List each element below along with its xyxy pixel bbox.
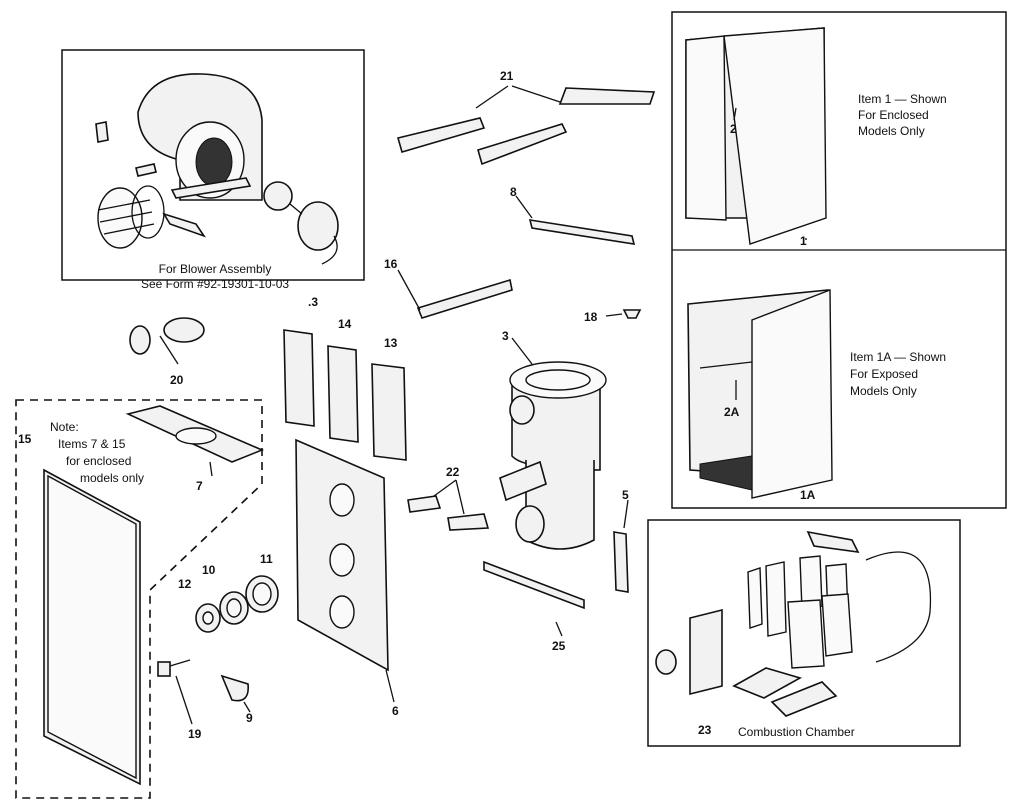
label-10: 10 <box>202 563 216 577</box>
part-21-panel-center <box>477 123 568 166</box>
dashed-note-2: Items 7 & 15 <box>58 437 126 451</box>
part-16-bracket <box>416 278 513 319</box>
part-19-bolt <box>157 659 193 725</box>
blower-clip <box>95 121 109 143</box>
item1-note-1: Item 1 — Shown <box>858 92 947 106</box>
label-3b: 3 <box>502 329 509 343</box>
part-16-leader <box>397 269 421 311</box>
item1a-note-1: Item 1A — Shown <box>850 350 947 364</box>
combustion-parts <box>655 530 932 717</box>
enclosed-parts-dashed-frame <box>15 399 263 799</box>
part-5-leader <box>623 499 629 529</box>
label-9: 9 <box>246 711 253 725</box>
label-8: 8 <box>510 185 517 199</box>
blower-cutoff-plate <box>162 212 206 238</box>
blower-wheel <box>97 185 165 249</box>
part-8-leader <box>515 195 533 219</box>
part-18-leader <box>605 313 623 317</box>
dashed-note-3: for enclosed <box>66 454 132 468</box>
label-5: 5 <box>622 488 629 502</box>
gasket-13 <box>371 363 407 461</box>
label-18: 18 <box>584 310 598 324</box>
part-25-leader <box>555 621 563 637</box>
part-11-ring-inner <box>252 582 272 606</box>
gasket-3 <box>283 329 315 427</box>
label-2: 2 <box>730 122 737 136</box>
part-21-panel-right <box>558 87 656 105</box>
label-16: 16 <box>384 257 398 271</box>
label-2a: 2A <box>724 405 740 419</box>
label-19: 19 <box>188 727 202 741</box>
part-8-bracket <box>528 219 636 245</box>
part-25-channel <box>483 560 585 610</box>
cabinet-enclosed <box>685 27 827 245</box>
label-23: 23 <box>698 723 712 737</box>
part-21-leader <box>475 85 561 109</box>
part-12-ring-inner <box>202 611 214 625</box>
part-9-bracket <box>220 674 251 713</box>
part-22-bracket-a <box>407 495 442 513</box>
combustion-caption: Combustion Chamber <box>738 725 855 739</box>
door-15 <box>43 468 141 786</box>
item1a-note-3: Models Only <box>850 384 917 398</box>
label-14: 14 <box>338 317 352 331</box>
label-1: 1 <box>800 234 807 248</box>
blower-motor <box>263 181 339 265</box>
blower-caption-1: For Blower Assembly <box>158 262 272 276</box>
label-1a: 1A <box>800 488 816 502</box>
dashed-note-1: Note: <box>50 420 79 434</box>
label-6: 6 <box>392 704 399 718</box>
label-13: 13 <box>384 336 398 350</box>
item1-note-2: For Enclosed <box>858 108 929 122</box>
label-20: 20 <box>170 373 184 387</box>
label-21: 21 <box>500 69 514 83</box>
combustion-chamber-frame <box>647 519 961 747</box>
part-20-vent <box>129 317 205 365</box>
heat-exchanger <box>499 337 607 550</box>
part-21-panel-left <box>397 117 486 153</box>
label-15: 15 <box>18 432 32 446</box>
part-22-leader <box>433 479 465 515</box>
part-5-channel <box>613 531 629 593</box>
part-22-bracket-b <box>447 513 490 531</box>
part-6-leader <box>385 669 395 703</box>
label-7: 7 <box>196 479 203 493</box>
cabinet-exposed <box>687 288 833 499</box>
dashed-note-4: models only <box>80 471 145 485</box>
item1a-note-2: For Exposed <box>850 367 919 381</box>
blower-assembly-frame <box>61 49 365 281</box>
blower-bracket <box>135 163 252 199</box>
top-plate-7 <box>125 405 265 477</box>
label-22: 22 <box>446 465 460 479</box>
label-11: 11 <box>260 552 273 566</box>
label-3a: .3 <box>308 295 319 309</box>
gasket-14 <box>327 345 359 443</box>
label-12: 12 <box>178 577 192 591</box>
part-18-fastener <box>622 309 642 319</box>
item1-note-3: Models Only <box>858 124 925 138</box>
blower-housing <box>137 73 263 201</box>
cabinet-frame <box>671 11 1007 509</box>
label-25: 25 <box>552 639 566 653</box>
front-panel <box>295 438 389 672</box>
part-10-ring-inner <box>226 598 242 618</box>
blower-caption-2: See Form #92-19301-10-03 <box>140 277 290 291</box>
